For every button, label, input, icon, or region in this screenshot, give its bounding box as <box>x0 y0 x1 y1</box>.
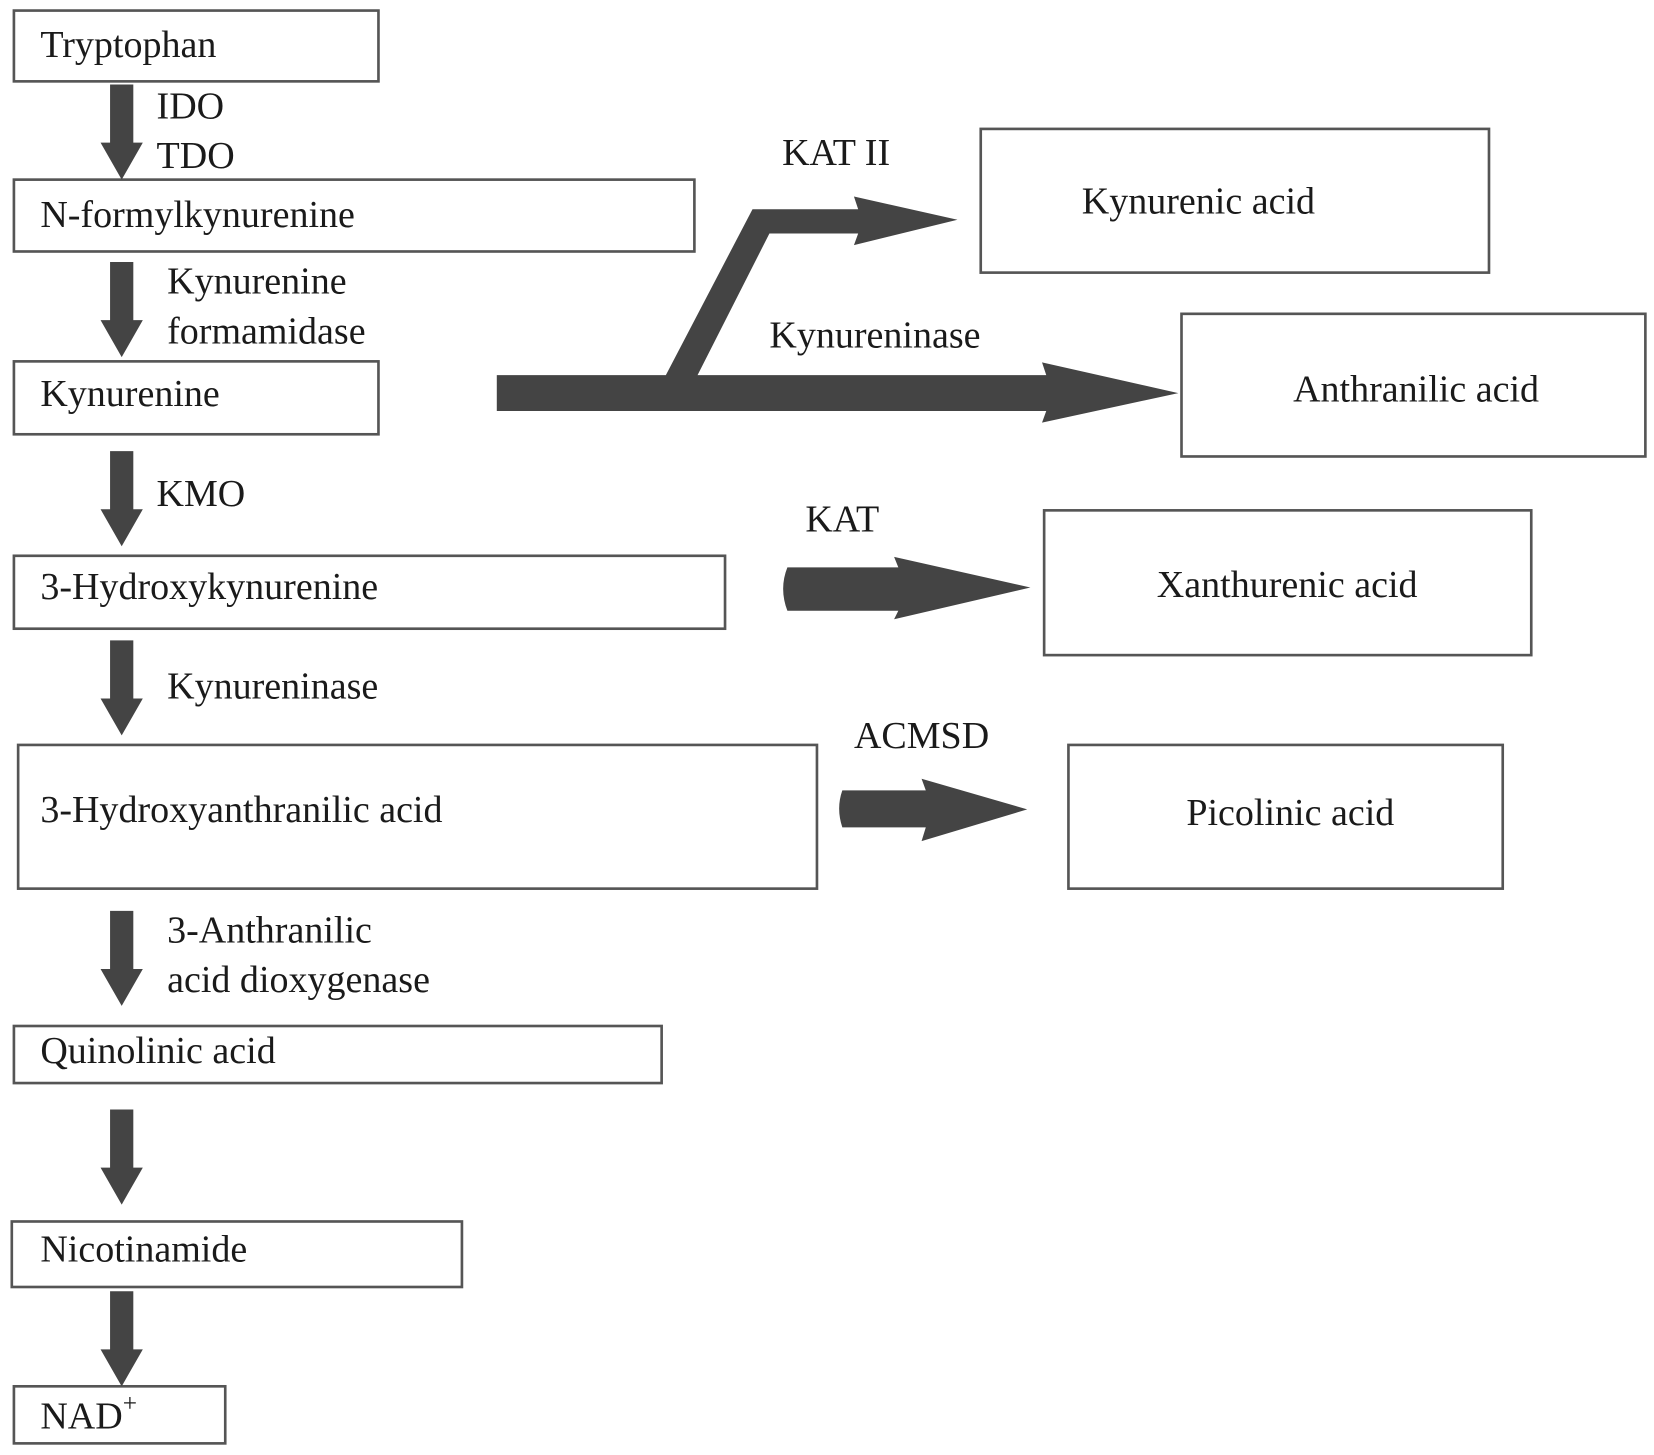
svg-text:Tryptophan: Tryptophan <box>40 24 216 66</box>
arrow-acmsd-icon <box>839 778 1028 842</box>
svg-text:Kynurenic acid: Kynurenic acid <box>1082 180 1315 222</box>
down-arrow-icon <box>100 451 143 547</box>
node-xanthurenic-acid: Xanthurenic acid <box>1042 509 1533 657</box>
enzyme-dioxygenase-line2: acid dioxygenase <box>167 959 430 1001</box>
node-picolinic-acid: Picolinic acid <box>1067 743 1505 890</box>
svg-text:Anthranilic acid: Anthranilic acid <box>1293 369 1539 411</box>
svg-text:Quinolinic acid: Quinolinic acid <box>40 1030 275 1072</box>
node-3-hydroxykynurenine: 3-Hydroxykynurenine <box>12 554 727 631</box>
down-arrow-icon <box>100 910 143 1006</box>
enzyme-formamidase-line1: Kynurenine <box>167 261 346 303</box>
down-arrow-icon <box>100 262 143 358</box>
svg-text:Kynurenine: Kynurenine <box>40 373 219 415</box>
node-3-hydroxyanthranilic-acid: 3-Hydroxyanthranilic acid <box>16 743 819 890</box>
enzyme-kynureninase-side: Kynureninase <box>769 315 980 357</box>
enzyme-ido: IDO <box>157 85 225 127</box>
arrow-kat-icon <box>783 556 1031 620</box>
node-anthranilic-acid: Anthranilic acid <box>1180 312 1647 458</box>
svg-text:3-Hydroxyanthranilic acid: 3-Hydroxyanthranilic acid <box>40 789 442 831</box>
enzyme-tdo: TDO <box>157 135 235 177</box>
enzyme-kat: KAT <box>805 498 879 540</box>
svg-text:N-formylkynurenine: N-formylkynurenine <box>40 194 355 236</box>
node-kynurenine: Kynurenine <box>12 360 380 436</box>
svg-text:Nicotinamide: Nicotinamide <box>40 1229 247 1271</box>
node-quinolinic-acid: Quinolinic acid <box>12 1024 663 1085</box>
node-nicotinamide: Nicotinamide <box>10 1220 464 1289</box>
enzyme-kat-ii: KAT II <box>782 132 890 174</box>
enzyme-kynureninase: Kynureninase <box>167 665 378 707</box>
svg-text:3-Hydroxykynurenine: 3-Hydroxykynurenine <box>40 566 378 608</box>
enzyme-kmo: KMO <box>157 473 246 515</box>
down-arrow-icon <box>100 640 143 736</box>
svg-text:Xanthurenic acid: Xanthurenic acid <box>1157 564 1418 606</box>
svg-text:NAD+: NAD+ <box>40 1390 137 1438</box>
down-arrow-icon <box>100 1109 143 1205</box>
node-kynurenic-acid: Kynurenic acid <box>979 127 1491 274</box>
down-arrow-icon <box>100 1291 143 1387</box>
down-arrow-icon <box>100 84 143 180</box>
enzyme-acmsd: ACMSD <box>854 715 989 757</box>
node-tryptophan: Tryptophan <box>12 9 380 83</box>
branch-arrow-kynurenine-icon <box>496 196 1179 423</box>
enzyme-dioxygenase-line1: 3-Anthranilic <box>167 910 372 952</box>
node-n-formylkynurenine: N-formylkynurenine <box>12 178 696 253</box>
enzyme-formamidase-line2: formamidase <box>167 310 365 352</box>
node-nad: NAD+ <box>12 1384 227 1445</box>
svg-text:Picolinic acid: Picolinic acid <box>1186 792 1394 834</box>
